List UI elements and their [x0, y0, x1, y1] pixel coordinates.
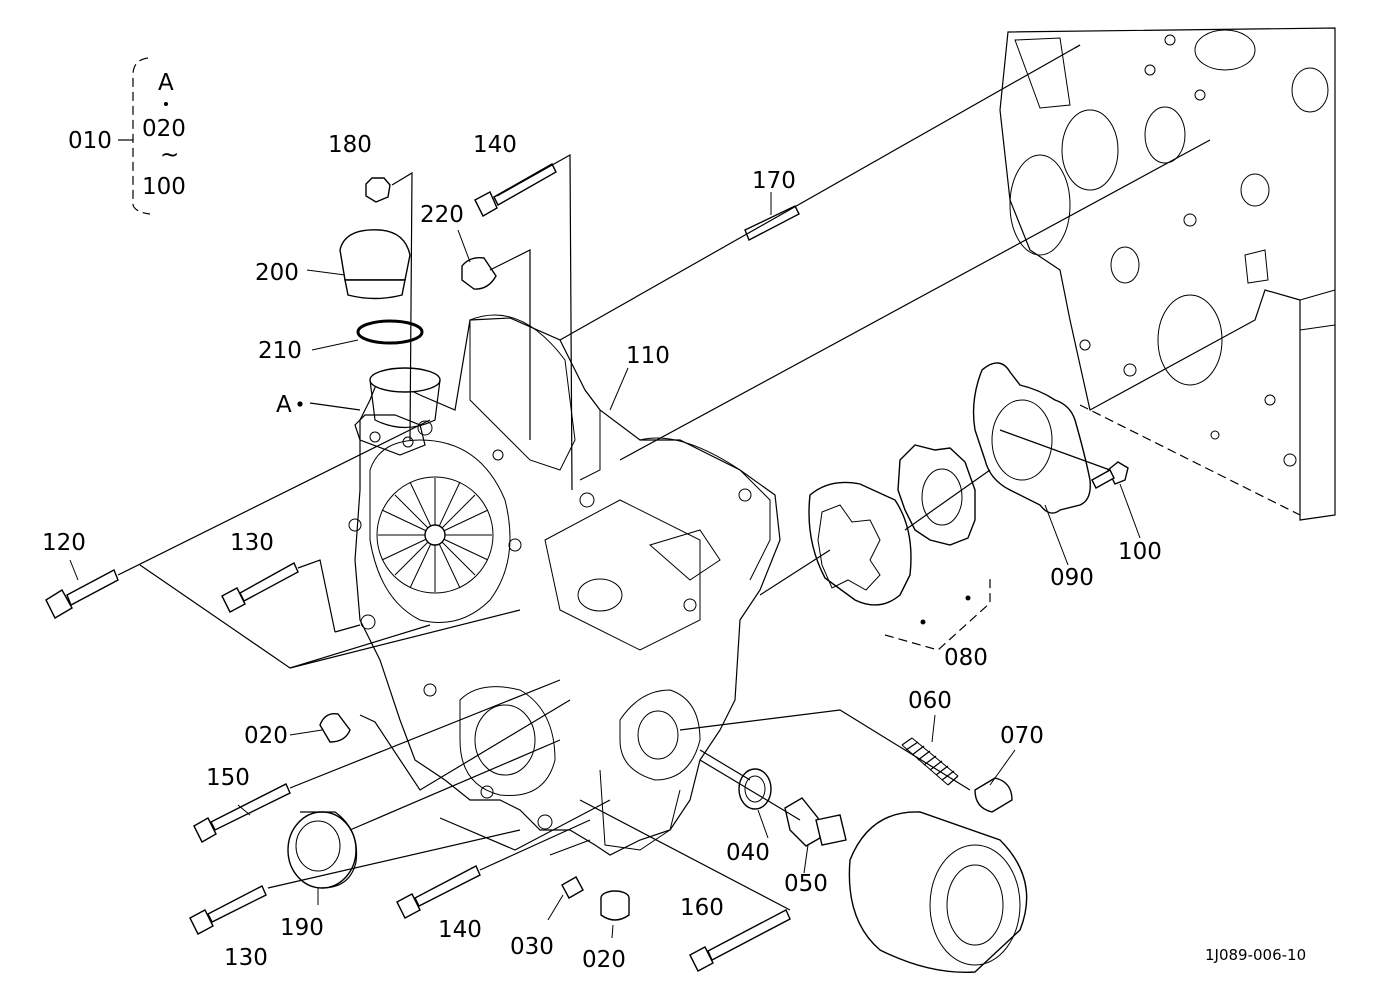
set-screw — [561, 876, 584, 899]
stud-bolt — [744, 205, 800, 241]
engine-block — [999, 27, 1336, 521]
oil-filler-neck — [354, 367, 441, 456]
reference-marker-a: A — [276, 392, 303, 418]
gear-case-cover — [348, 314, 781, 856]
part-callouts: 180 140 170 220 200 210 110 120 130 020 … — [42, 132, 1162, 973]
cap-plug — [461, 256, 497, 290]
plug-lower — [600, 890, 630, 921]
rotor-set-bracket — [884, 577, 991, 651]
callout-020: 020 — [244, 723, 288, 749]
group-to: 100 — [142, 174, 186, 200]
callout-090: 090 — [1050, 565, 1094, 591]
callout-220: 220 — [420, 202, 464, 228]
callout-120: 120 — [42, 530, 86, 556]
callout-020-lower: 020 — [582, 947, 626, 973]
callout-160: 160 — [680, 895, 724, 921]
group-reference: 010 A 020 ~ 100 — [68, 57, 186, 215]
oil-pressure-switch — [784, 797, 847, 847]
bolt-lower — [189, 885, 267, 935]
bolt-top — [474, 163, 557, 217]
callout-040: 040 — [726, 840, 770, 866]
callout-110: 110 — [626, 343, 670, 369]
callout-190: 190 — [280, 915, 324, 941]
callout-140-lower: 140 — [438, 917, 482, 943]
nut — [365, 177, 391, 203]
oil-seal — [287, 811, 358, 889]
bolt-long — [45, 569, 119, 619]
oil-filter-cartridge — [848, 811, 1028, 974]
group-item-number: 010 — [68, 128, 112, 154]
drawing-code: 1J089-006-10 — [1205, 946, 1306, 964]
plug-upper — [319, 713, 351, 743]
callout-210: 210 — [258, 338, 302, 364]
callout-060: 060 — [908, 688, 952, 714]
bolt-160 — [689, 909, 791, 972]
group-from: 020 — [142, 116, 186, 142]
callout-180: 180 — [328, 132, 372, 158]
relief-valve-cap — [974, 777, 1013, 813]
callout-140: 140 — [473, 132, 517, 158]
group-letter: A — [158, 70, 174, 96]
group-tilde: ~ — [160, 142, 179, 168]
oil-pump-inner-rotor — [897, 444, 976, 546]
callout-170: 170 — [752, 168, 796, 194]
callout-130-lower: 130 — [224, 945, 268, 971]
bolt-medium — [221, 562, 299, 613]
callout-100: 100 — [1118, 539, 1162, 565]
leader-lines — [117, 44, 1301, 911]
relief-valve-spring — [901, 737, 959, 786]
callout-030: 030 — [510, 934, 554, 960]
callout-070: 070 — [1000, 723, 1044, 749]
callout-050: 050 — [784, 871, 828, 897]
cover-screw — [1091, 461, 1129, 489]
callout-130: 130 — [230, 530, 274, 556]
callout-200: 200 — [255, 260, 299, 286]
callout-080: 080 — [944, 645, 988, 671]
reference-marker-letter: A — [276, 392, 292, 418]
bolt-150 — [193, 783, 291, 843]
gasket-ring — [738, 768, 772, 810]
oil-filler-cap — [339, 229, 411, 300]
oil-pump-cover — [972, 362, 1091, 514]
callout-150: 150 — [206, 765, 250, 791]
callout-leaders — [69, 192, 1141, 939]
oil-pump-outer-rotor — [808, 481, 912, 606]
o-ring — [356, 319, 424, 345]
bolt-lower-140 — [396, 865, 481, 919]
